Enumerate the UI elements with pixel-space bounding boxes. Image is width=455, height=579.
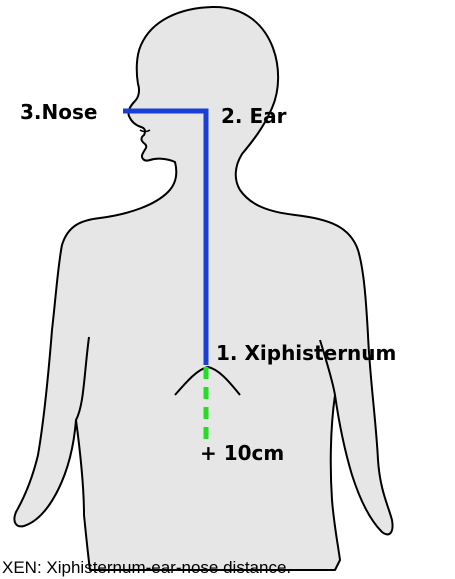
ear-label: 2. Ear — [221, 104, 287, 128]
xiphisternum-label: 1. Xiphisternum — [216, 341, 396, 365]
extension-label: + 10cm — [200, 441, 284, 465]
nose-label: 3.Nose — [20, 100, 97, 124]
caption: XEN: Xiphisternum-ear-nose distance. — [2, 558, 291, 577]
human-silhouette — [14, 7, 392, 570]
